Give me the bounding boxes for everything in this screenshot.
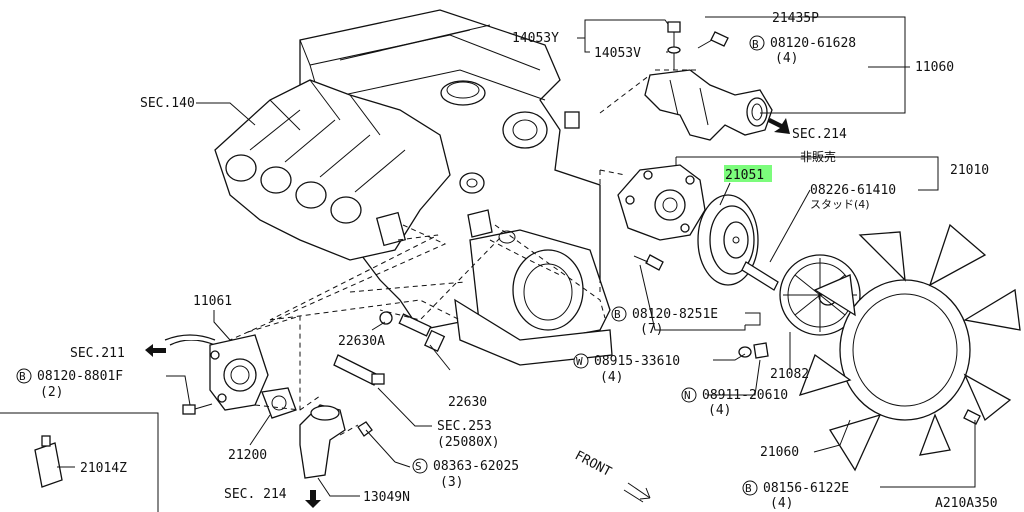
label-21014z: 21014Z [80,461,127,476]
arrow-sec211-icon [145,344,166,357]
label-08363-62025: 08363-62025 [433,459,519,474]
label-not-for-sale: 非販売 [800,149,836,164]
label-21010: 21010 [950,163,989,178]
intake-manifold-drawing [214,79,451,261]
prefix-b-08120-8801f: B [19,370,26,383]
label-08120-8251e-qty: (7) [640,322,663,337]
label-22630: 22630 [448,395,487,410]
label-08120-61628: 08120-61628 [770,36,856,51]
prefix-b-08156: B [745,482,752,495]
label-21060: 21060 [760,445,799,460]
label-diagram-code: A210A350 [935,496,998,511]
label-sec211: SEC.211 [70,346,125,361]
label-08156-6122e: 08156-6122E [763,481,849,496]
label-11060: 11060 [915,60,954,75]
label-sec214-top: SEC.214 [792,127,847,142]
label-08915-33610: 08915-33610 [594,354,680,369]
label-stud-qty: スタッド(4) [810,198,870,211]
label-08120-8801f-qty: (2) [40,385,63,400]
label-08120-61628-qty: (4) [775,51,798,66]
label-22630a: 22630A [338,334,385,349]
label-08915-qty: (4) [600,370,623,385]
label-11061: 11061 [193,294,232,309]
arrow-sec214-top-icon [768,118,790,134]
leader-lines [57,16,976,497]
prefix-w-08915: W [576,355,583,368]
water-outlet-bracket-drawing [644,21,773,141]
label-08156-qty: (4) [770,496,793,511]
label-08120-8251e: 08120-8251E [632,307,718,322]
label-14053y: 14053Y [512,31,559,46]
label-08911-qty: (4) [708,403,731,418]
prefix-circles [16,35,765,496]
label-front: FRONT [572,448,614,480]
label-21435p: 21435P [772,11,819,26]
direction-arrows [145,118,790,508]
label-sec214-bottom: SEC. 214 [224,487,287,502]
label-sec140: SEC.140 [140,96,195,111]
prefix-b-08120-61628: B [752,38,759,51]
label-21051: 21051 [725,168,764,183]
label-08226-61410: 08226-61410 [810,183,896,198]
part-labels: 21435P 14053Y 14053V B 08120-61628 (4) 1… [19,11,998,511]
water-pump-drawing [617,164,861,359]
label-13049n: 13049N [363,490,410,505]
arrow-sec214-bottom-icon [305,490,321,508]
thermostat-housing-drawing [164,311,446,479]
part-21014z-inset [0,412,159,512]
label-sec253: SEC.253 [437,419,492,434]
label-21082: 21082 [770,367,809,382]
part-highlight [724,165,772,182]
label-sec253-sub: (25080X) [437,435,500,450]
prefix-n-08911: N [684,389,691,402]
prefix-s-08363: S [415,460,422,473]
arrow-front-icon [623,482,651,503]
cooling-fan-drawing [798,223,1021,472]
prefix-b-08120-8251e: B [614,308,621,321]
label-08120-8801f: 08120-8801F [37,369,123,384]
label-14053v: 14053V [594,46,641,61]
label-08911-20610: 08911-20610 [702,388,788,403]
label-08363-qty: (3) [440,475,463,490]
label-21200: 21200 [228,448,267,463]
dashed-connectors [229,69,700,436]
